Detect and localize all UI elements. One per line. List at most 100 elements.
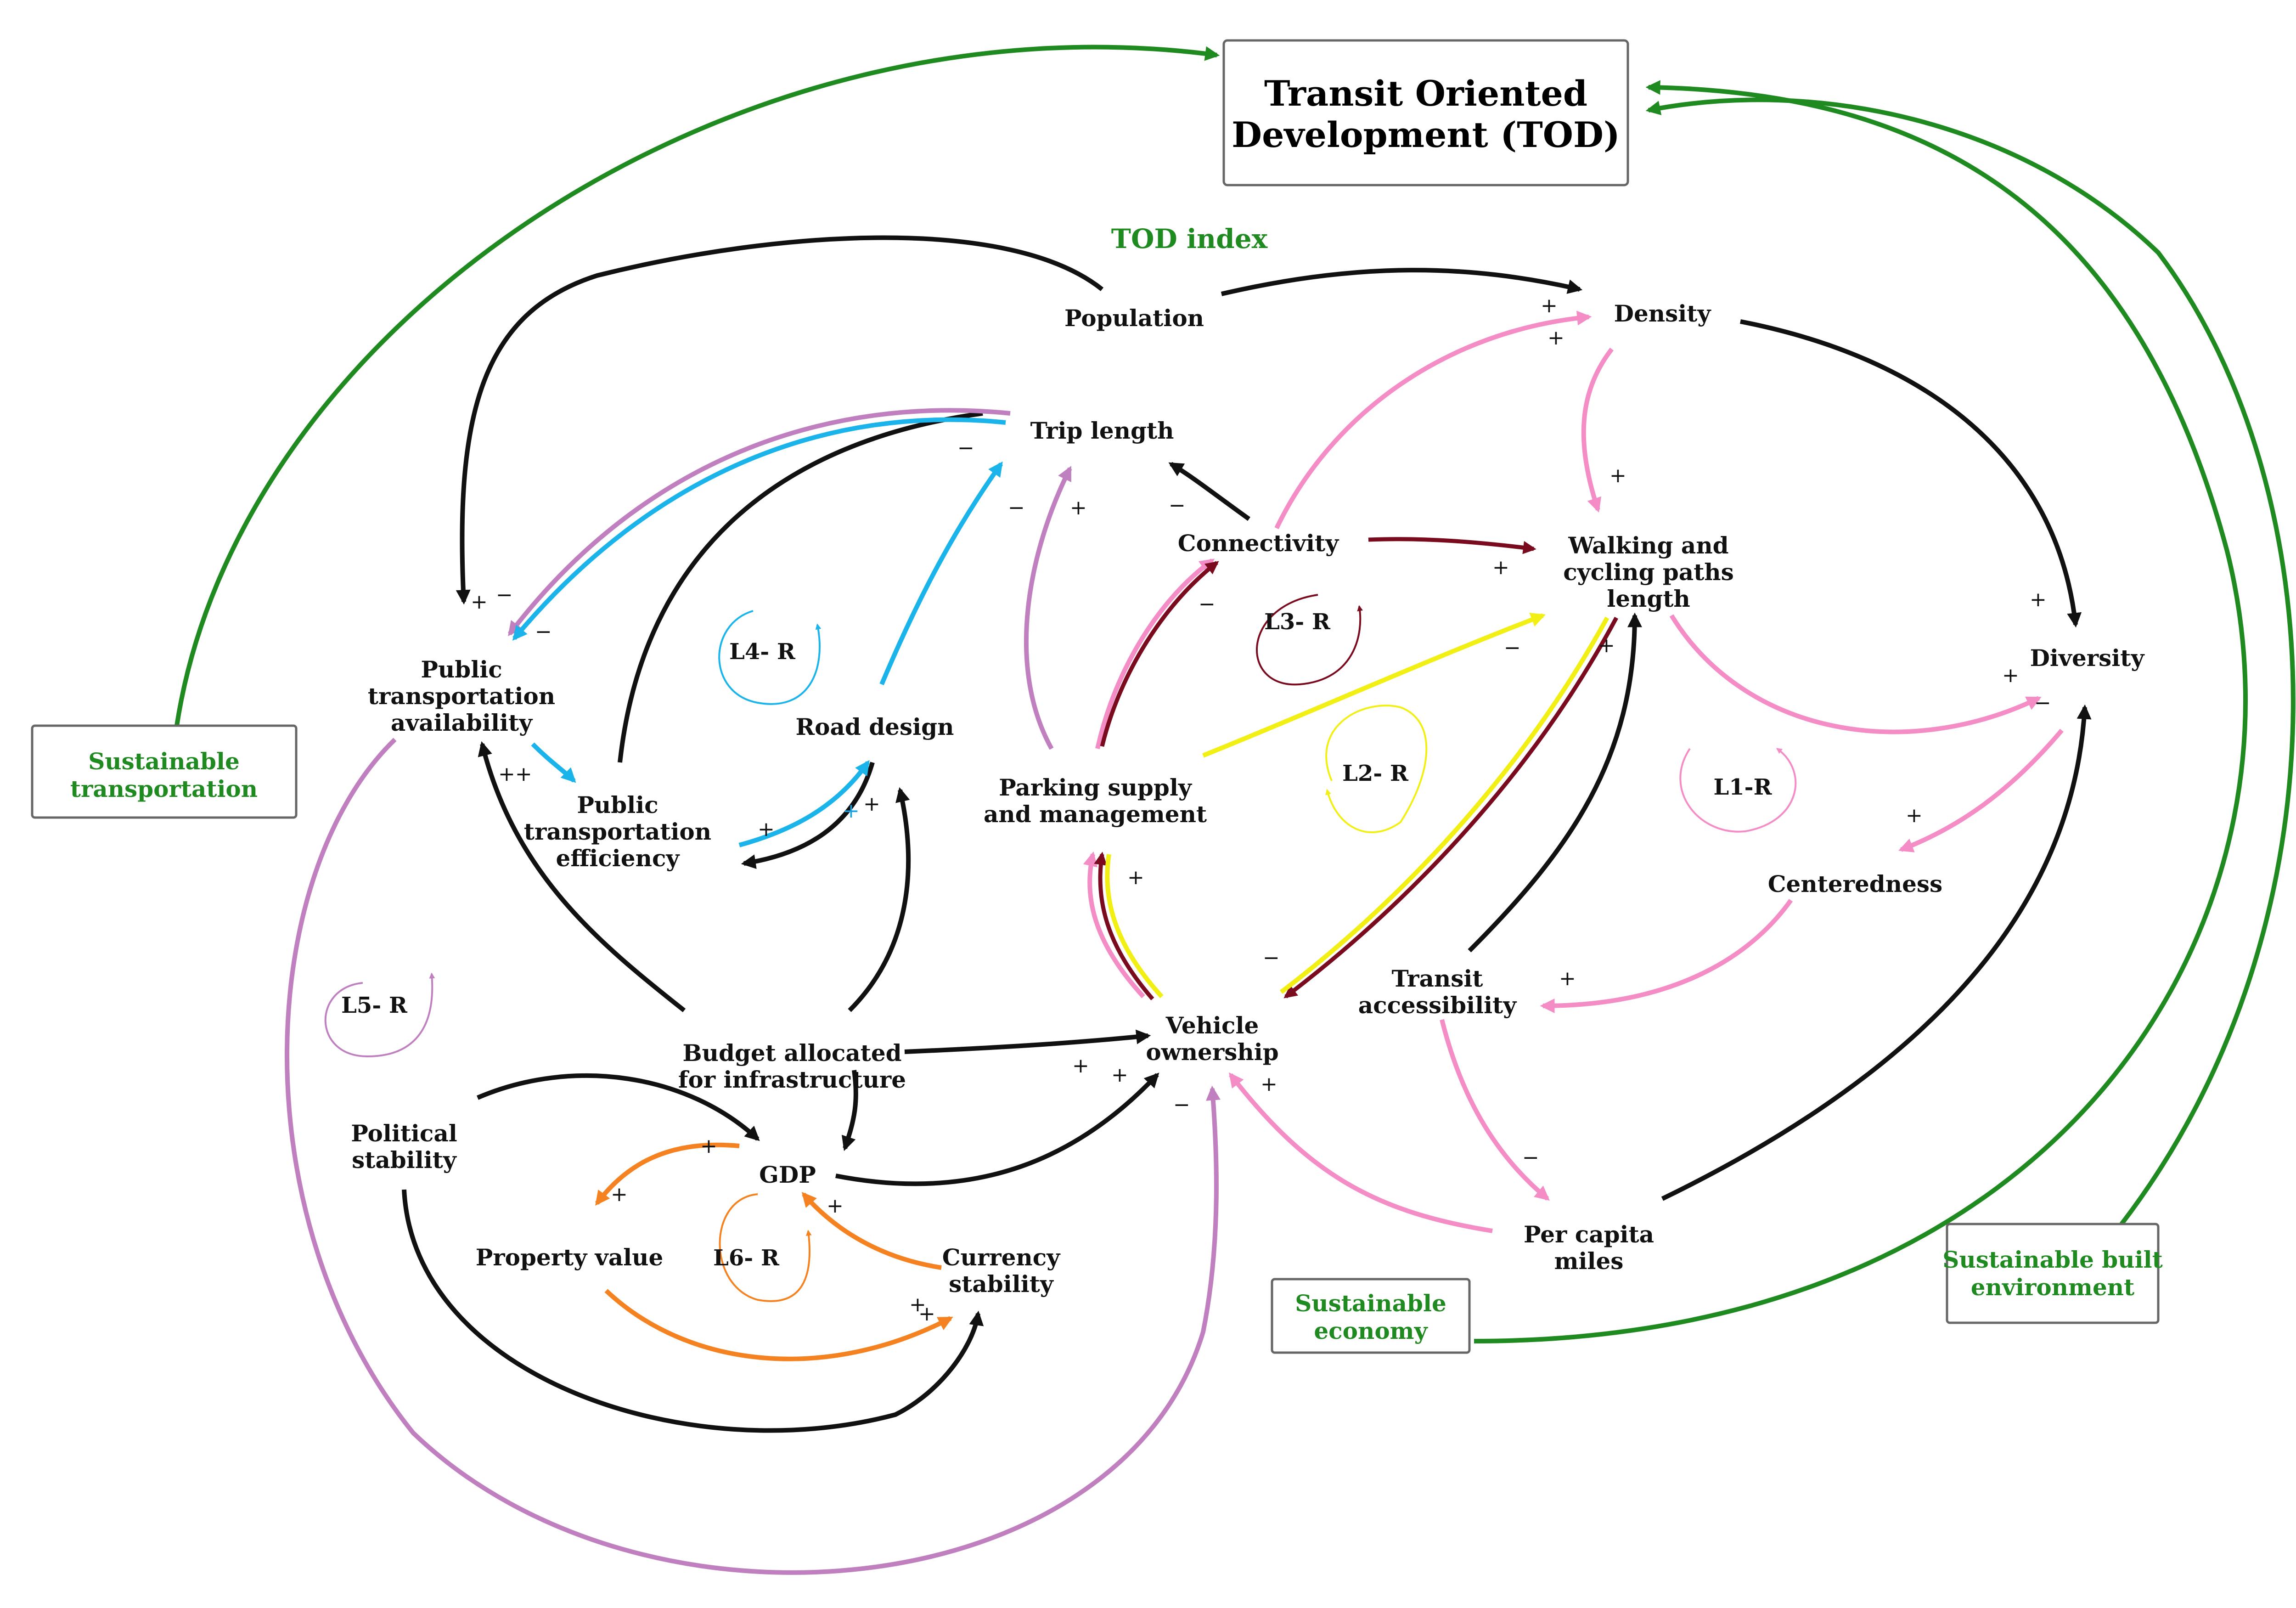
sign-diversity-plus-left: + bbox=[2002, 664, 2019, 687]
node-vehicle-line-1: Vehicle bbox=[1165, 1012, 1259, 1039]
node-pta-line-1: Public bbox=[421, 656, 502, 683]
link-pta-to-vehicle-loop bbox=[285, 738, 1221, 1575]
polarity-signs: + + + + − + + + − + + − − − + − − + − − … bbox=[471, 294, 2051, 1326]
link-vehicle-to-parking-yellow bbox=[1105, 854, 1164, 999]
loop-l1-arc bbox=[1679, 748, 1797, 833]
sign-vehicle-plus-b: + bbox=[1111, 1063, 1128, 1087]
sustainable-transportation-box: Sustainable transportation bbox=[31, 724, 298, 819]
loop-l4-arc bbox=[718, 610, 822, 705]
loop-l6-arc bbox=[719, 1193, 812, 1302]
sign-density-plus-a: + bbox=[1541, 294, 1558, 317]
node-political-line-2: stability bbox=[352, 1146, 457, 1174]
link-budget-to-roaddesign bbox=[848, 787, 911, 1012]
link-walking-to-vehicle-yellow bbox=[1279, 616, 1609, 994]
link-pta-to-pte bbox=[531, 742, 576, 783]
loop-l2: L2- R bbox=[1342, 761, 1409, 786]
link-parking-to-trip bbox=[1024, 466, 1072, 750]
link-diversity-to-centeredness bbox=[1898, 728, 2064, 852]
sign-gdp-plus-right: + bbox=[827, 1194, 844, 1218]
loop-l3: L3- R bbox=[1264, 609, 1331, 635]
sign-diversity-minus: − bbox=[2034, 691, 2051, 715]
link-parking-to-walking bbox=[1202, 613, 1546, 758]
sign-trip-minus-left: − bbox=[957, 436, 974, 460]
node-budget-line-1: Budget allocated bbox=[682, 1039, 901, 1066]
node-walking-line-1: Walking and bbox=[1568, 532, 1728, 559]
node-percapita-line-2: miles bbox=[1554, 1247, 1624, 1275]
sustainable-economy-line-2: economy bbox=[1314, 1317, 1428, 1344]
link-vehicle-to-parking-dark bbox=[1094, 852, 1154, 1000]
loop-l4: L4- R bbox=[729, 639, 796, 665]
node-pte-line-2: transportation bbox=[524, 818, 711, 845]
sustainable-economy-line-1: Sustainable bbox=[1295, 1290, 1446, 1317]
link-sustainable-economy-to-tod bbox=[1474, 80, 2248, 1343]
node-political-line-1: Political bbox=[351, 1120, 457, 1147]
black-links bbox=[402, 235, 2092, 1433]
link-pte-to-trip bbox=[620, 432, 872, 762]
sustainable-economy-box: Sustainable economy bbox=[1271, 1278, 1471, 1354]
sign-roaddesign-plus: + bbox=[863, 792, 880, 816]
sign-property-plus: + bbox=[611, 1183, 628, 1206]
link-gdp-to-vehicle bbox=[835, 1072, 1159, 1186]
sign-transit-plus: + bbox=[1559, 967, 1576, 990]
link-budget-to-vehicle bbox=[904, 1029, 1151, 1054]
node-parking-line-1: Parking supply bbox=[999, 774, 1193, 801]
link-connectivity-to-walking bbox=[1368, 537, 1536, 554]
sign-pta-minus: − bbox=[535, 620, 552, 643]
loop-l5: L5- R bbox=[341, 993, 408, 1018]
link-transit-to-percapita bbox=[1440, 1019, 1550, 1201]
loop-l6: L6- R bbox=[713, 1245, 780, 1271]
sign-vehicle-plus-a: + bbox=[1072, 1054, 1089, 1078]
node-vehicle-line-2: ownership bbox=[1146, 1038, 1278, 1066]
title-line-1: Transit Oriented bbox=[1264, 73, 1587, 114]
node-pta-line-3: availability bbox=[391, 709, 533, 736]
link-gdp-to-property bbox=[595, 1142, 740, 1206]
sign-pte-plus: + bbox=[758, 818, 775, 841]
sign-connectivity-minus-b: − bbox=[1199, 592, 1216, 616]
link-pte-trip-arc bbox=[618, 411, 983, 763]
orange-links bbox=[595, 1142, 953, 1361]
node-transit-line-1: Transit bbox=[1392, 965, 1483, 992]
link-trip-to-pta-blue bbox=[512, 417, 1006, 641]
sign-trip-minus-b: − bbox=[1008, 496, 1025, 519]
node-budget-line-2: for infrastructure bbox=[678, 1066, 906, 1093]
node-gdp: GDP bbox=[759, 1161, 816, 1188]
node-diversity: Diversity bbox=[2030, 644, 2145, 671]
sign-centeredness-plus: + bbox=[1906, 804, 1923, 827]
loop-l2-arc bbox=[1325, 705, 1428, 834]
link-parking-to-connectivity bbox=[1100, 561, 1219, 747]
sign-percapita-minus: − bbox=[1522, 1146, 1539, 1169]
sign-walking-plus-left: + bbox=[1492, 556, 1509, 579]
node-parking-line-2: and management bbox=[984, 801, 1207, 828]
maroon-links bbox=[1094, 537, 1618, 1000]
sign-gdp-plus: + bbox=[700, 1134, 717, 1158]
node-trip-length: Trip length bbox=[1030, 417, 1174, 444]
sustainable-built-environment-box: Sustainable built environment bbox=[1942, 1223, 2163, 1324]
link-connectivity-to-trip bbox=[1168, 462, 1250, 521]
pink-links bbox=[1083, 310, 2064, 1233]
purple-links bbox=[285, 408, 1221, 1575]
title-line-2: Development (TOD) bbox=[1232, 114, 1620, 155]
green-links bbox=[174, 45, 2296, 1343]
sustainable-transportation-line-1: Sustainable bbox=[88, 748, 240, 775]
tod-index-label: TOD index bbox=[1111, 223, 1268, 254]
link-roaddesign-to-pte bbox=[741, 762, 875, 869]
link-vehicle-to-parking-pink bbox=[1083, 851, 1145, 999]
sign-vehicle-plus-right: + bbox=[1261, 1072, 1277, 1096]
sustainable-built-environment-line-2: environment bbox=[1971, 1274, 2134, 1301]
link-political-to-gdp bbox=[477, 1073, 760, 1141]
link-connectivity-to-density bbox=[1274, 310, 1592, 530]
link-currency-to-gdp bbox=[801, 1192, 942, 1270]
sign-diversity-plus-top: + bbox=[2030, 588, 2047, 611]
link-density-to-diversity bbox=[1740, 319, 2082, 628]
sign-vehicle-minus-bottom: − bbox=[1173, 1093, 1190, 1117]
node-population: Population bbox=[1064, 305, 1204, 332]
link-density-to-walking bbox=[1581, 347, 1614, 513]
sign-walking-plus-top: + bbox=[1609, 464, 1626, 487]
link-budget-to-pta bbox=[478, 741, 686, 1012]
link-budget-to-gdp bbox=[841, 1070, 858, 1151]
node-pte-line-1: Public bbox=[577, 791, 658, 818]
sign-parking-plus: + bbox=[1127, 866, 1144, 889]
link-population-to-density bbox=[1221, 268, 1583, 296]
loop-labels: L1-R L2- R L3- R L4- R L5- R L6- R bbox=[341, 609, 1772, 1271]
